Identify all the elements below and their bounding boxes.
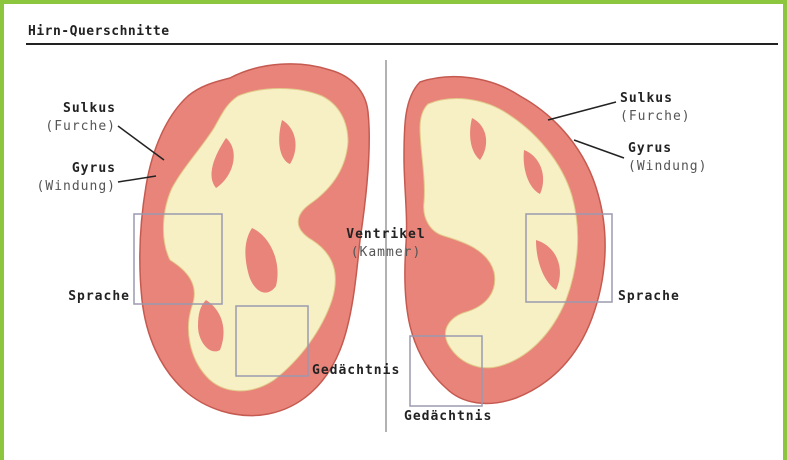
- label-gyrus-right-sub: (Windung): [628, 158, 728, 176]
- label-sprache-left-text: Sprache: [40, 288, 130, 306]
- label-sulkus-left: Sulkus (Furche): [30, 100, 116, 136]
- label-sulkus-right: Sulkus (Furche): [620, 90, 720, 126]
- label-sulkus-right-sub: (Furche): [620, 108, 720, 126]
- label-sprache-right-text: Sprache: [618, 288, 718, 306]
- label-gyrus-left-name: Gyrus: [30, 160, 116, 178]
- label-sprache-right: Sprache: [618, 288, 718, 306]
- label-ventrikel-name: Ventrikel: [336, 226, 436, 244]
- label-ventrikel-sub: (Kammer): [336, 244, 436, 262]
- label-gedaechtnis-left: Gedächtnis: [312, 362, 412, 380]
- label-gyrus-right: Gyrus (Windung): [628, 140, 728, 176]
- label-gyrus-left-sub: (Windung): [30, 178, 116, 196]
- label-gedaechtnis-right-text: Gedächtnis: [404, 408, 514, 426]
- label-sulkus-left-name: Sulkus: [30, 100, 116, 118]
- label-sulkus-left-sub: (Furche): [30, 118, 116, 136]
- label-gedaechtnis-left-text: Gedächtnis: [312, 362, 412, 380]
- label-gedaechtnis-right: Gedächtnis: [404, 408, 514, 426]
- label-gyrus-left: Gyrus (Windung): [30, 160, 116, 196]
- label-gyrus-right-name: Gyrus: [628, 140, 728, 158]
- label-sulkus-right-name: Sulkus: [620, 90, 720, 108]
- label-sprache-left: Sprache: [40, 288, 130, 306]
- leader-sulkus-right: [548, 102, 616, 120]
- label-ventrikel: Ventrikel (Kammer): [336, 226, 436, 262]
